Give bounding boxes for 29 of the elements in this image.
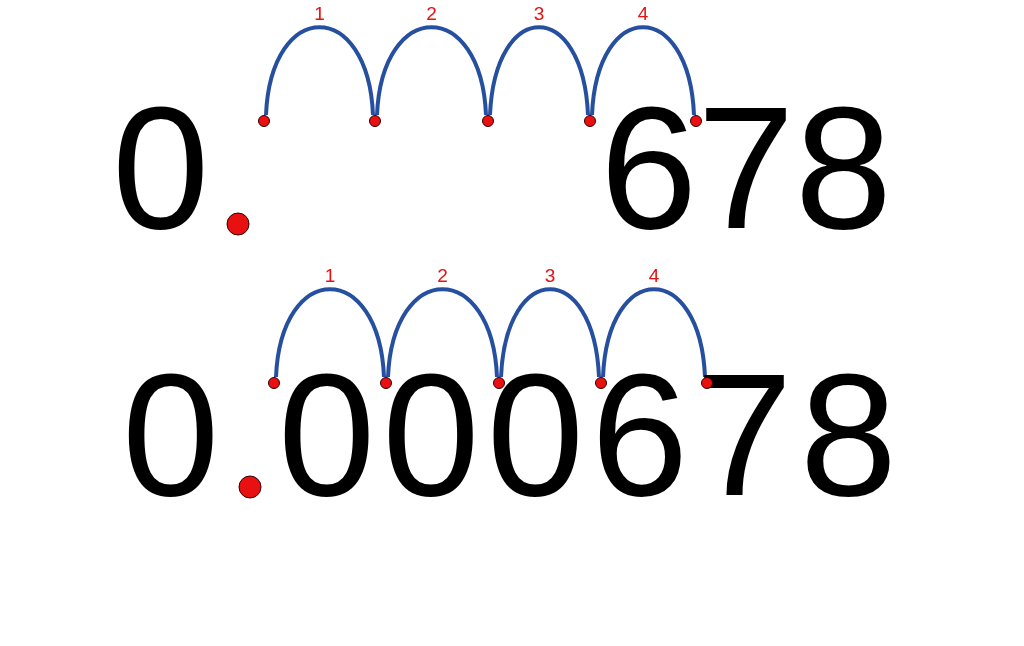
- jump-arc: [264, 25, 375, 116]
- jump-arc: [499, 287, 601, 378]
- step-number: 4: [646, 266, 662, 285]
- digits: 0: [112, 80, 210, 255]
- step-number: 4: [635, 4, 651, 23]
- jump-arc: [375, 25, 488, 116]
- digits: 678: [600, 80, 892, 255]
- step-number: 2: [435, 266, 450, 285]
- point-marker: [482, 115, 494, 127]
- point-marker: [380, 377, 392, 389]
- point-marker: [268, 377, 280, 389]
- jump-arc: [601, 287, 707, 378]
- jump-arc: [590, 25, 696, 116]
- step-number: 2: [424, 4, 439, 23]
- digits: 0: [122, 347, 220, 522]
- step-number: 3: [542, 266, 558, 285]
- point-marker: [701, 377, 713, 389]
- point-marker: [690, 115, 702, 127]
- jump-arc: [488, 25, 590, 116]
- step-number: 3: [531, 4, 547, 23]
- step-number: 1: [312, 4, 327, 23]
- point-marker: [369, 115, 381, 127]
- point-marker: [258, 115, 270, 127]
- jump-arc: [386, 287, 499, 378]
- point-marker: [493, 377, 505, 389]
- point-marker: [584, 115, 596, 127]
- digits: 000678: [278, 347, 904, 522]
- jump-arc: [274, 287, 386, 378]
- point-marker: [595, 377, 607, 389]
